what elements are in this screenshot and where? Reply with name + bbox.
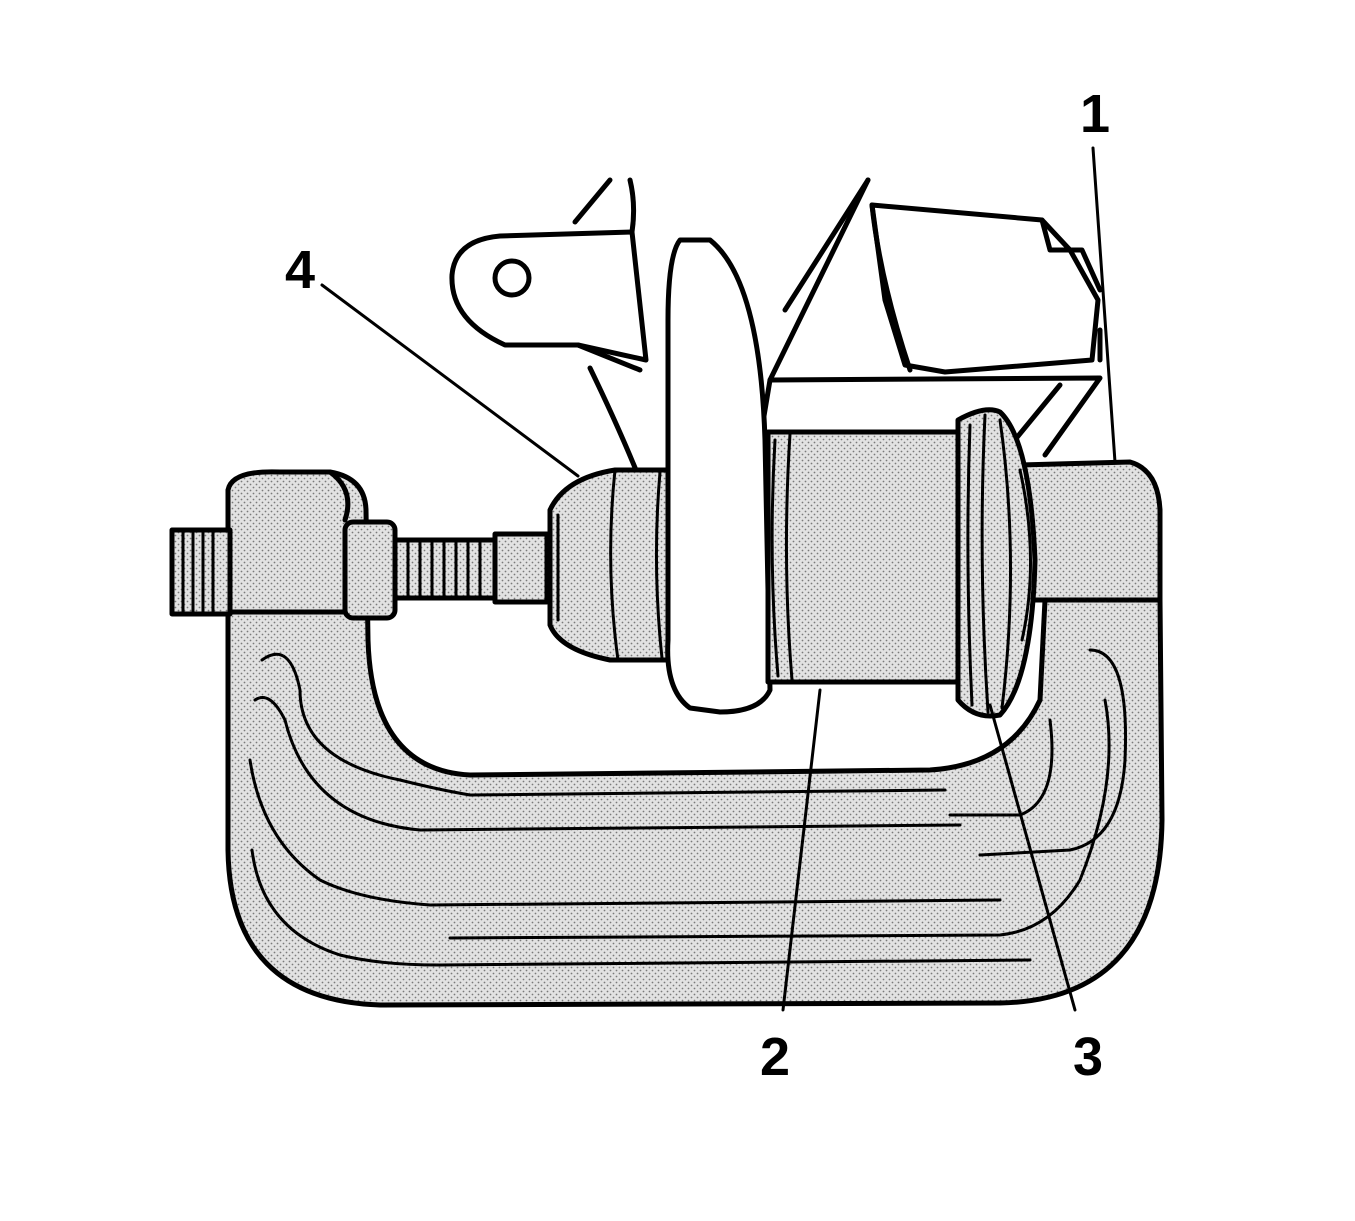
- callout-2-label: 2: [760, 1027, 790, 1087]
- callout-4-label: 4: [285, 240, 315, 300]
- c-clamp-frame: [225, 459, 1165, 1008]
- adapter-cup: [547, 467, 671, 663]
- forcing-screw: [169, 519, 550, 621]
- leader-1: [1091, 146, 1117, 464]
- leader-3: [988, 703, 1077, 1012]
- knuckle-bracket: [449, 177, 1103, 483]
- leader-4: [320, 283, 580, 478]
- receiver-cylinder: [765, 429, 961, 685]
- control-arm-eye: [665, 237, 773, 715]
- leader-2: [781, 688, 822, 1012]
- callout-1-label: 1: [1080, 84, 1110, 144]
- callout-3-label: 3: [1073, 1027, 1103, 1087]
- bushing: [955, 407, 1038, 719]
- leader-lines: [320, 146, 1117, 1012]
